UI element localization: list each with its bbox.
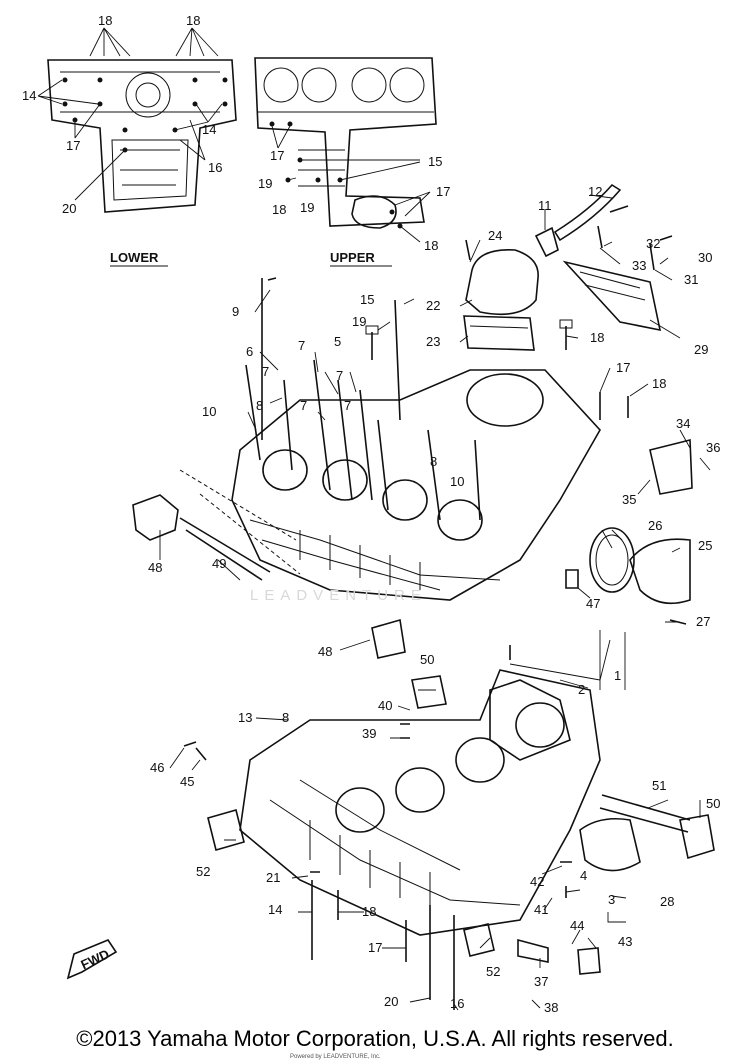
callout-43: 43 bbox=[618, 934, 632, 949]
callout-18: 18 bbox=[186, 13, 200, 28]
callout-20: 20 bbox=[384, 994, 398, 1009]
callout-13: 13 bbox=[238, 710, 252, 725]
callout-17: 17 bbox=[616, 360, 630, 375]
callout-16: 16 bbox=[450, 996, 464, 1011]
callout-12: 12 bbox=[588, 184, 602, 199]
callout-19: 19 bbox=[258, 176, 272, 191]
oil-pipe-assembly bbox=[132, 469, 406, 659]
callout-17: 17 bbox=[270, 148, 284, 163]
callout-7: 7 bbox=[262, 364, 269, 379]
callout-28: 28 bbox=[660, 894, 674, 909]
lower-view-inset: 18 18 14 14 17 16 20 LOWER bbox=[22, 13, 237, 267]
breather-assembly bbox=[463, 183, 673, 351]
callout-23: 23 bbox=[426, 334, 440, 349]
callout-33: 33 bbox=[632, 258, 646, 273]
callout-2: 2 bbox=[578, 682, 585, 697]
callout-48: 48 bbox=[148, 560, 162, 575]
callout-14: 14 bbox=[268, 902, 282, 917]
callout-50: 50 bbox=[706, 796, 720, 811]
callout-10: 10 bbox=[450, 474, 464, 489]
callout-7: 7 bbox=[298, 338, 305, 353]
callout-44: 44 bbox=[570, 918, 584, 933]
callout-45: 45 bbox=[180, 774, 194, 789]
leader-lines bbox=[159, 194, 711, 1011]
callout-15: 15 bbox=[428, 154, 442, 169]
callout-18: 18 bbox=[98, 13, 112, 28]
callout-22: 22 bbox=[426, 298, 440, 313]
fine-print: Powered by LEADVENTURE, Inc. bbox=[290, 1054, 381, 1060]
callout-40: 40 bbox=[378, 698, 392, 713]
callout-29: 29 bbox=[694, 342, 708, 357]
callout-17: 17 bbox=[436, 184, 450, 199]
callout-15: 15 bbox=[360, 292, 374, 307]
callout-36: 36 bbox=[706, 440, 720, 455]
callout-52: 52 bbox=[486, 964, 500, 979]
callout-47: 47 bbox=[586, 596, 600, 611]
callout-14: 14 bbox=[22, 88, 36, 103]
callout-8: 8 bbox=[282, 710, 289, 725]
callout-42: 42 bbox=[530, 874, 544, 889]
callout-18: 18 bbox=[272, 202, 286, 217]
callout-31: 31 bbox=[684, 272, 698, 287]
callout-17: 17 bbox=[368, 940, 382, 955]
callout-32: 32 bbox=[646, 236, 660, 251]
callout-19: 19 bbox=[352, 314, 366, 329]
callout-25: 25 bbox=[698, 538, 712, 553]
callout-7: 7 bbox=[336, 368, 343, 383]
watermark: LEADVENTURE bbox=[250, 587, 427, 604]
callout-49: 49 bbox=[212, 556, 226, 571]
callout-18: 18 bbox=[590, 330, 604, 345]
callout-52: 52 bbox=[196, 864, 210, 879]
callout-3: 3 bbox=[608, 892, 615, 907]
callout-11: 11 bbox=[538, 198, 552, 213]
callout-38: 38 bbox=[544, 1000, 558, 1015]
callout-21: 21 bbox=[266, 870, 280, 885]
callout-8: 8 bbox=[430, 454, 437, 469]
callout-48: 48 bbox=[318, 644, 332, 659]
upper-view-inset: 17 15 19 18 19 17 18 UPPER bbox=[254, 57, 450, 267]
callout-51: 51 bbox=[652, 778, 666, 793]
right-cover-assembly bbox=[565, 438, 693, 625]
callout-37: 37 bbox=[534, 974, 548, 989]
callout-27: 27 bbox=[696, 614, 710, 629]
callout-1: 1 bbox=[614, 668, 621, 683]
callout-8: 8 bbox=[256, 398, 263, 413]
callout-14: 14 bbox=[202, 122, 216, 137]
lower-crankcase bbox=[183, 645, 715, 1010]
callout-39: 39 bbox=[362, 726, 376, 741]
upper-view-label: UPPER bbox=[330, 250, 375, 265]
fwd-arrow-icon: FWD bbox=[66, 939, 118, 980]
callout-24: 24 bbox=[488, 228, 502, 243]
callout-18: 18 bbox=[362, 904, 376, 919]
callout-16: 16 bbox=[208, 160, 222, 175]
copyright-notice: ©2013 Yamaha Motor Corporation, U.S.A. A… bbox=[76, 1026, 674, 1051]
callout-5: 5 bbox=[334, 334, 341, 349]
callout-18: 18 bbox=[652, 376, 666, 391]
callout-26: 26 bbox=[648, 518, 662, 533]
callout-10: 10 bbox=[202, 404, 216, 419]
callout-20: 20 bbox=[62, 201, 76, 216]
callout-46: 46 bbox=[150, 760, 164, 775]
callout-17: 17 bbox=[66, 138, 80, 153]
callout-6: 6 bbox=[246, 344, 253, 359]
upper-crankcase bbox=[231, 277, 629, 601]
callout-18: 18 bbox=[424, 238, 438, 253]
callout-35: 35 bbox=[622, 492, 636, 507]
callout-50: 50 bbox=[420, 652, 434, 667]
callout-7: 7 bbox=[344, 398, 351, 413]
callout-41: 41 bbox=[534, 902, 548, 917]
callout-7: 7 bbox=[300, 398, 307, 413]
callout-9: 9 bbox=[232, 304, 239, 319]
callout-19: 19 bbox=[300, 200, 314, 215]
callout-30: 30 bbox=[698, 250, 712, 265]
callout-4: 4 bbox=[580, 868, 587, 883]
callout-34: 34 bbox=[676, 416, 690, 431]
lower-view-label: LOWER bbox=[110, 250, 159, 265]
